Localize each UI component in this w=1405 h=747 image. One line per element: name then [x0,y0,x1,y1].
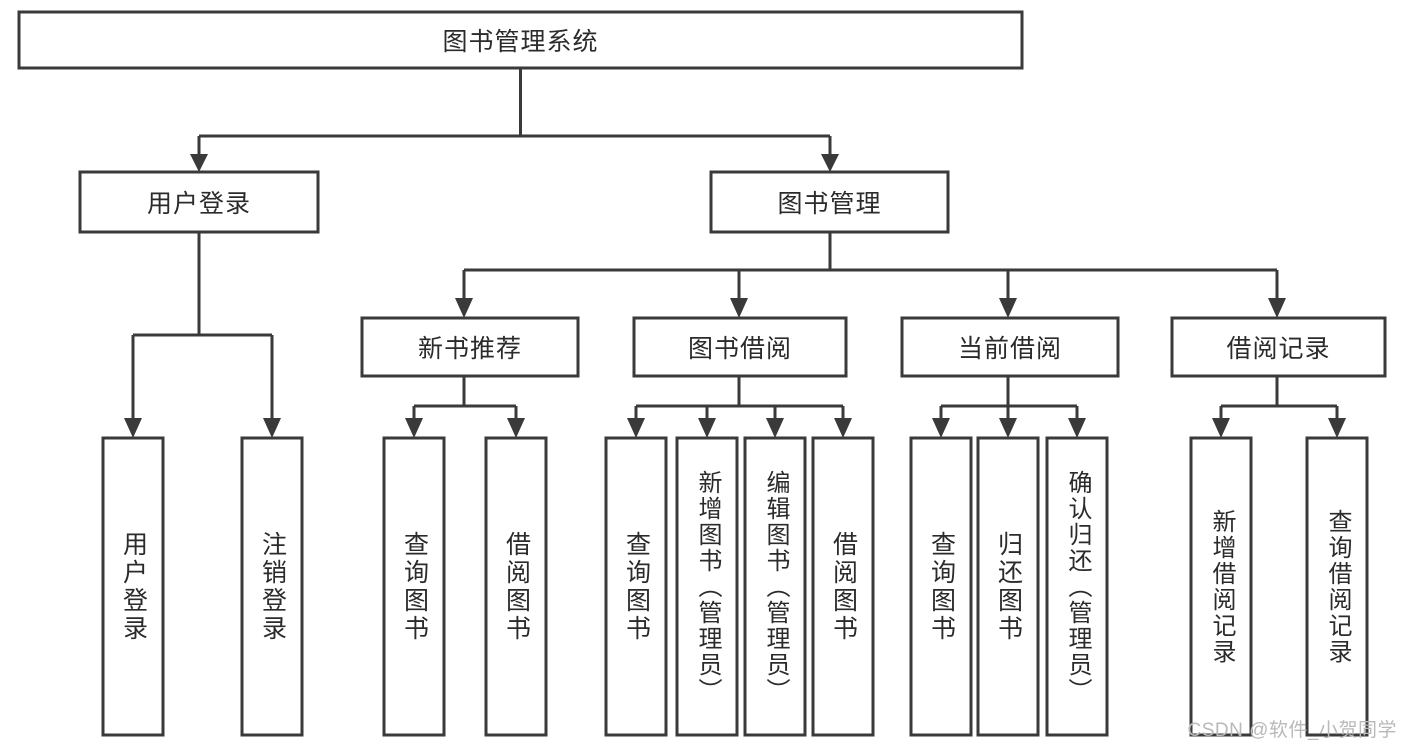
connector-group-book-borrow [627,376,852,438]
node-box-leaf-current-2[interactable] [976,436,1040,737]
connector-group-borrow-record [1212,376,1346,438]
node-box-user-login[interactable] [78,170,320,234]
arrowhead-current-borrow [999,298,1017,318]
node-box-leaf-record-1[interactable] [1189,436,1253,737]
node-box-leaf-user-login-1[interactable] [101,436,165,737]
csdn-watermark: CSDN @软件_小贺同学 [1187,720,1397,741]
node-box-leaf-borrow-3[interactable] [743,436,807,737]
node-box-leaf-user-login-2[interactable] [240,436,304,737]
arrowhead-user-login [190,154,208,172]
node-box-borrow-record[interactable] [1170,316,1387,378]
node-box-leaf-new-book-1[interactable] [382,436,446,737]
node-box-leaf-borrow-1[interactable] [604,436,668,737]
arrowhead-book-borrow [730,298,748,318]
connector-group-book-mgmt [455,232,1286,318]
connector-group-user-login [124,232,281,438]
arrowhead-borrow-record-leaf-1 [1212,418,1230,438]
arrowhead-new-book-leaf-1 [405,418,423,438]
arrowhead-book-borrow-leaf-4 [834,418,852,438]
arrowhead-book-borrow-leaf-1 [627,418,645,438]
arrowhead-user-login-leaf-1 [124,418,142,438]
arrowhead-user-login-leaf-2 [263,418,281,438]
node-box-leaf-record-2[interactable] [1305,436,1369,737]
node-box-leaf-current-1[interactable] [909,436,973,737]
arrowhead-book-mgmt [821,154,839,172]
arrowhead-new-book [455,298,473,318]
node-box-new-book[interactable] [360,316,580,378]
connector-group-current-borrow [932,376,1086,438]
node-box-root[interactable] [17,10,1024,70]
node-box-leaf-borrow-4[interactable] [811,436,875,737]
node-box-leaf-current-3[interactable] [1045,436,1109,737]
node-box-current-borrow[interactable] [900,316,1120,378]
arrowhead-new-book-leaf-2 [507,418,525,438]
arrowhead-borrow-record-leaf-2 [1328,418,1346,438]
arrowhead-current-borrow-leaf-2 [999,418,1017,438]
arrowhead-current-borrow-leaf-3 [1068,418,1086,438]
node-box-leaf-new-book-2[interactable] [484,436,548,737]
arrowhead-borrow-record [1268,298,1286,318]
arrowhead-current-borrow-leaf-1 [932,418,950,438]
connector-group-new-book [405,376,525,438]
node-box-book-mgmt[interactable] [709,170,950,234]
arrowhead-book-borrow-leaf-3 [766,418,784,438]
node-box-book-borrow[interactable] [632,316,848,378]
node-box-leaf-borrow-2[interactable] [675,436,739,737]
arrowhead-book-borrow-leaf-2 [698,418,716,438]
connector-group-root [190,68,839,172]
